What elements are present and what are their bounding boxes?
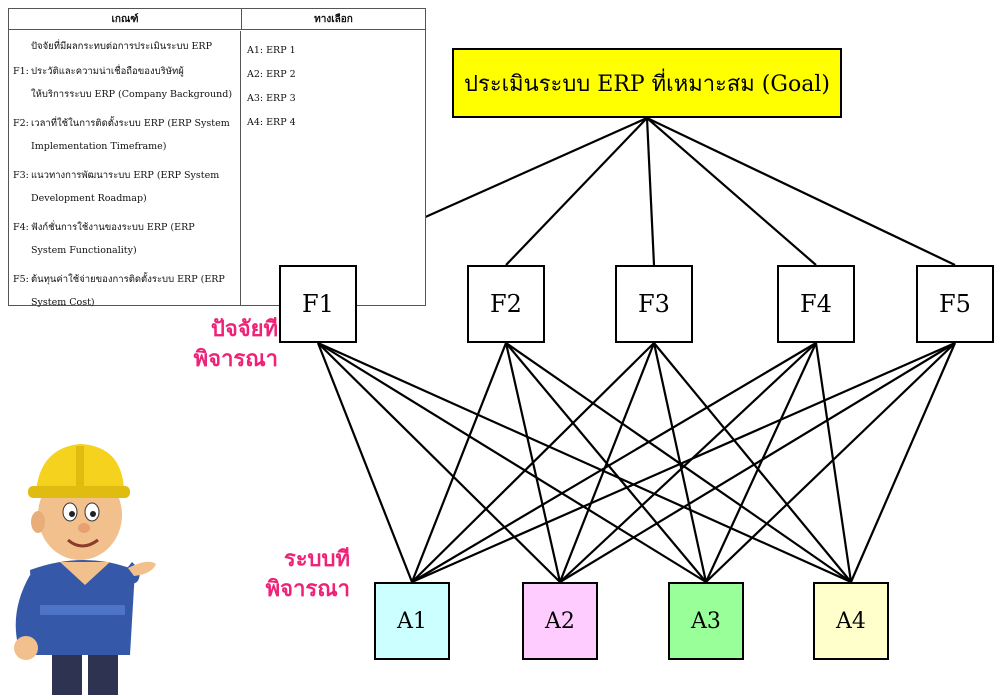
goal-to-factor-connector [646, 117, 817, 266]
criterion-text: ฟังก์ชั่นการใช้งานของระบบ ERP (ERP [31, 222, 195, 233]
factor-to-alternative-connector [505, 342, 852, 583]
factor-to-alternative-connector [652, 342, 708, 583]
factors-label-line2: พิจารณา [193, 347, 278, 372]
factor-to-alternative-connector [317, 342, 561, 583]
alternative-node-a1: A1 [374, 582, 450, 660]
systems-label-line1: ระบบที [283, 547, 350, 572]
criterion-number: F2: [13, 118, 29, 129]
factor-to-alternative-connector [653, 342, 852, 583]
criteria-intro: ปัจจัยที่มีผลกระทบต่อการประเมินระบบ ERP [31, 41, 212, 52]
criterion-text-cont: ให้บริการระบบ ERP (Company Background) [31, 89, 233, 100]
factor-to-alternative-connector [316, 342, 414, 583]
systems-label: ระบบที พิจารณา [222, 545, 350, 605]
factor-node-f5: F5 [916, 265, 994, 343]
criterion-f2: F2:เวลาที่ใช้ในการติดตั้งระบบ ERP (ERP S… [13, 112, 240, 158]
factors-label: ปัจจัยที พิจารณา [150, 315, 278, 375]
factor-to-alternative-connector [411, 342, 817, 583]
criterion-f3: F3:แนวทางการพัฒนาระบบ ERP (ERP System De… [13, 164, 240, 210]
alternative-item: A3: ERP 3 [247, 93, 296, 104]
factor-to-alternative-connector [411, 342, 655, 583]
header-criteria: เกณฑ์ [9, 9, 242, 29]
criterion-number: F1: [13, 66, 29, 77]
alternative-node-a4: A4 [813, 582, 889, 660]
factor-node-f3: F3 [615, 265, 693, 343]
alternative-item: A2: ERP 2 [247, 69, 296, 80]
criteria-table: เกณฑ์ ทางเลือก ปัจจัยที่มีผลกระทบต่อการป… [8, 8, 426, 308]
criterion-text-cont: System Functionality) [31, 245, 137, 256]
criterion-text: ต้นทุนค่าใช้จ่ายของการติดตั้งระบบ ERP (E… [31, 274, 225, 285]
construction-worker-icon [14, 444, 156, 695]
factor-to-alternative-connector [317, 342, 707, 583]
criterion-text-cont: Development Roadmap) [31, 193, 147, 204]
goal-to-factor-connector [646, 117, 956, 266]
alternatives-list: A1: ERP 1 A2: ERP 2 A3: ERP 3 A4: ERP 4 [247, 31, 425, 305]
factors-label-line1: ปัจจัยที [210, 317, 278, 342]
header-alternatives: ทางเลือก [314, 13, 353, 25]
criterion-text-cont: Implementation Timeframe) [31, 141, 167, 152]
criterion-text: เวลาที่ใช้ในการติดตั้งระบบ ERP (ERP Syst… [31, 118, 230, 129]
criterion-text-cont: System Cost) [31, 297, 95, 308]
factor-node-f1: F1 [279, 265, 357, 343]
criterion-f5: F5:ต้นทุนค่าใช้จ่ายของการติดตั้งระบบ ERP… [13, 268, 240, 314]
criterion-f4: F4:ฟังก์ชั่นการใช้งานของระบบ ERP (ERP Sy… [13, 216, 240, 262]
factor-node-f4: F4 [777, 265, 855, 343]
criteria-table-header: เกณฑ์ ทางเลือก [9, 9, 425, 30]
factor-to-alternative-connector [705, 342, 956, 583]
criterion-number: F4: [13, 222, 29, 233]
factor-to-alternative-connector [705, 342, 817, 583]
alternative-item: A4: ERP 4 [247, 117, 296, 128]
criterion-f1: F1:ประวัติและความน่าเชื่อถือของบริษัทผู้… [13, 60, 240, 106]
criterion-text: แนวทางการพัฒนาระบบ ERP (ERP System [31, 170, 220, 181]
criterion-number: F3: [13, 170, 29, 181]
factor-to-alternative-connector [317, 341, 852, 584]
factor-to-alternative-connector [558, 342, 656, 583]
factor-to-alternative-connector [410, 342, 508, 583]
goal-to-factor-connector [645, 117, 656, 266]
systems-label-line2: พิจารณา [265, 577, 350, 602]
criterion-number: F5: [13, 274, 29, 285]
factor-to-alternative-connector [849, 342, 957, 583]
factor-to-alternative-connector [411, 341, 956, 584]
alternative-node-a3: A3 [668, 582, 744, 660]
criteria-list: ปัจจัยที่มีผลกระทบต่อการประเมินระบบ ERP … [9, 31, 241, 308]
goal-to-factor-connector [505, 117, 648, 266]
factor-node-f2: F2 [467, 265, 545, 343]
criterion-text: ประวัติและความน่าเชื่อถือของบริษัทผู้ [31, 66, 184, 77]
alternative-item: A1: ERP 1 [247, 45, 296, 56]
factor-to-alternative-connector [559, 342, 817, 583]
factor-to-alternative-connector [559, 342, 956, 583]
goal-node: ประเมินระบบ ERP ที่เหมาะสม (Goal) [452, 48, 842, 118]
alternative-node-a2: A2 [522, 582, 598, 660]
factor-to-alternative-connector [814, 342, 853, 583]
